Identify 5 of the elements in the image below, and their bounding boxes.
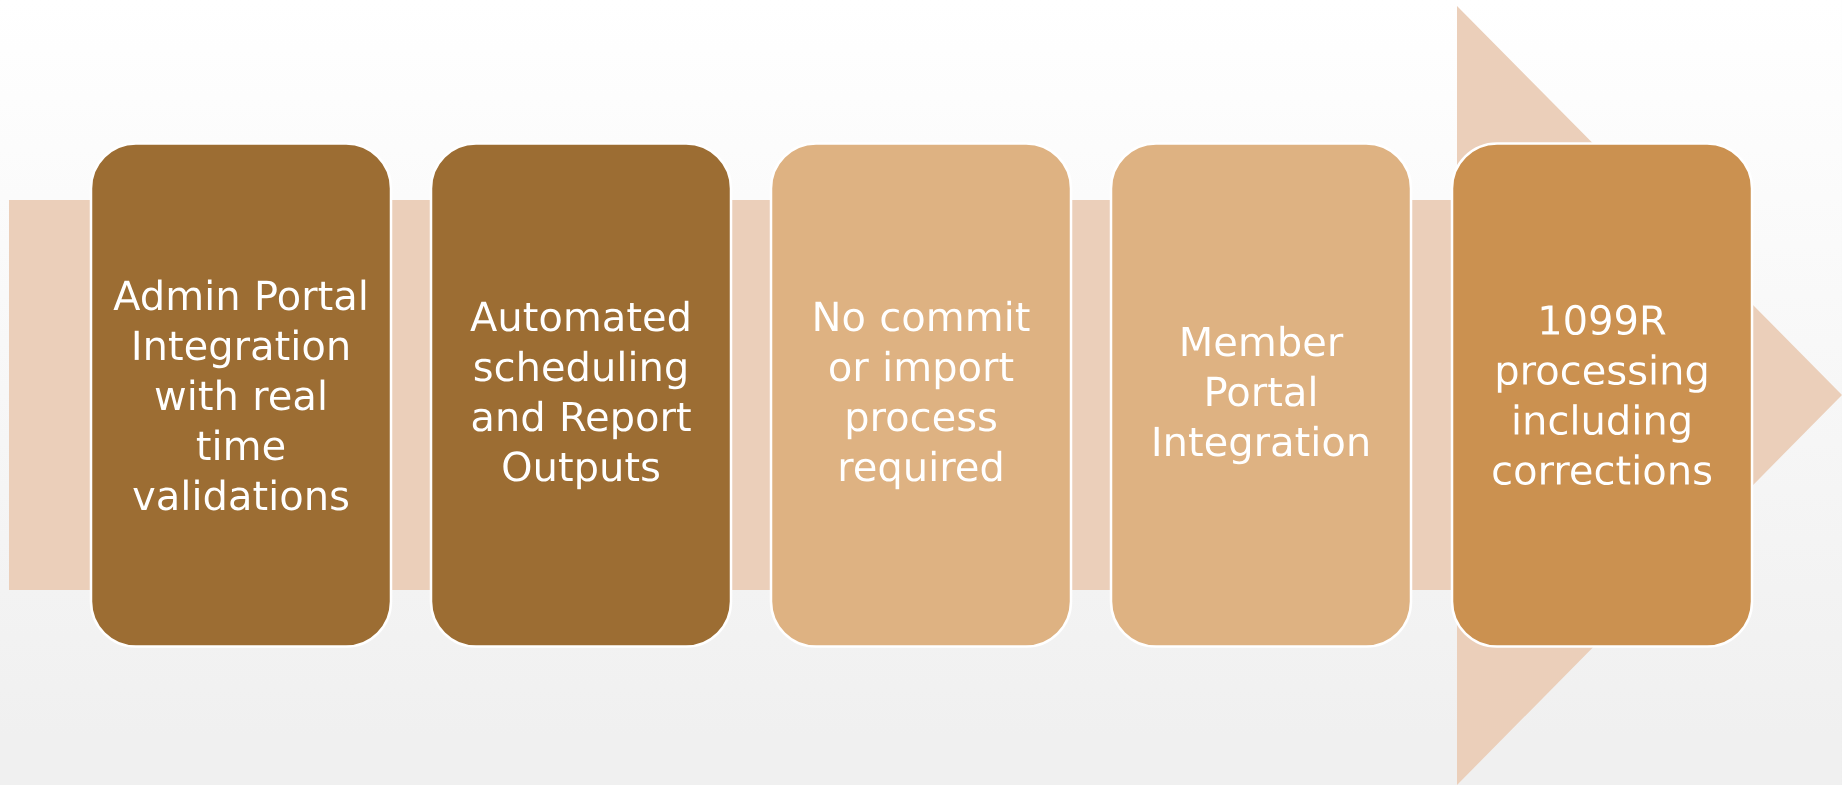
step-box: No commit or import process required (769, 142, 1073, 648)
step-box: Admin Portal Integration with real time validations (89, 142, 393, 648)
step-box: 1099R processing including corrections (1450, 142, 1754, 648)
step-box: Automated scheduling and Report Outputs (429, 142, 733, 648)
step-box: Member Portal Integration (1109, 142, 1413, 648)
